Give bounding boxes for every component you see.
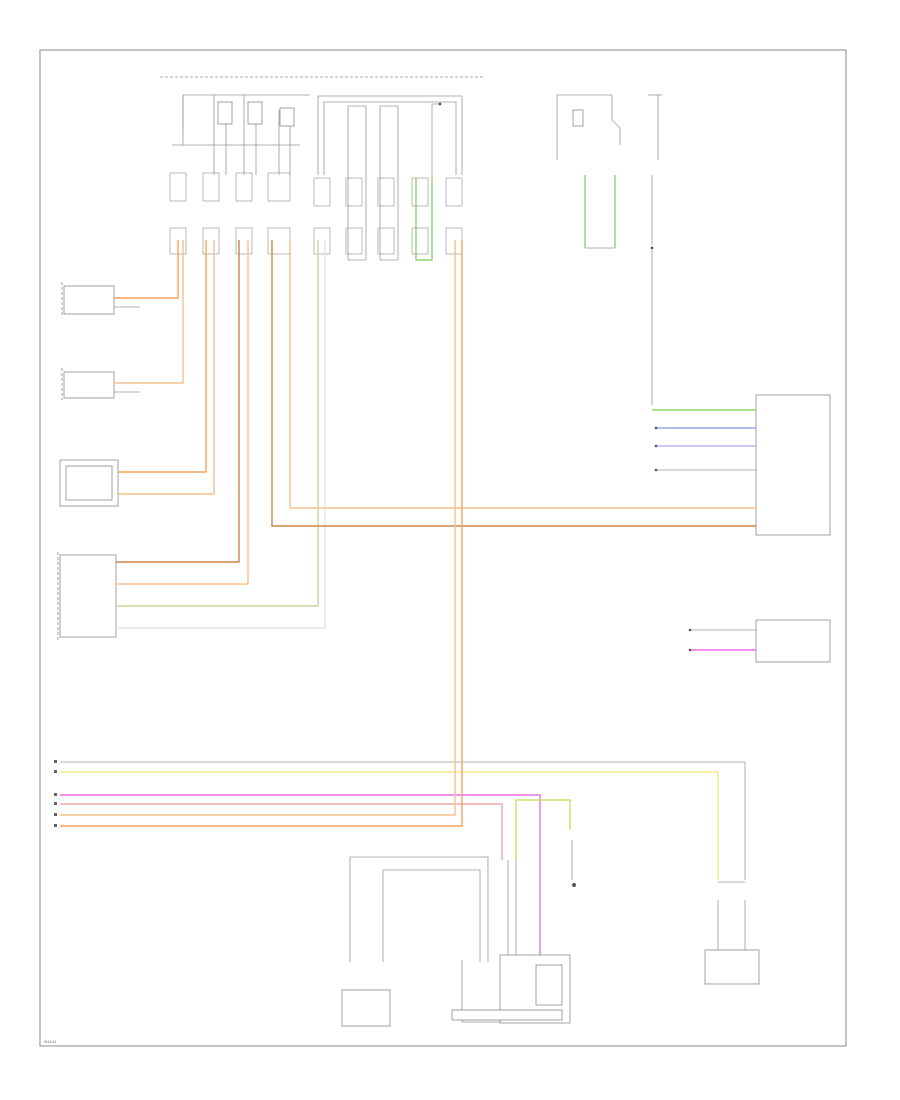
corner-code: W13.04 (44, 1040, 56, 1044)
left-component-1 (61, 240, 179, 316)
top-connector-block (169, 94, 463, 261)
bottom-right-module (704, 830, 760, 985)
left-component-3-module (59, 240, 215, 507)
diagram-frame (39, 49, 847, 1047)
left-component-4-module (57, 240, 326, 640)
lower-bus (54, 240, 746, 960)
right-module-1 (271, 240, 831, 536)
top-right-fuse-block (556, 94, 662, 405)
left-component-2 (61, 240, 184, 400)
bottom-center-module (341, 799, 576, 1027)
right-module-2 (688, 619, 831, 663)
